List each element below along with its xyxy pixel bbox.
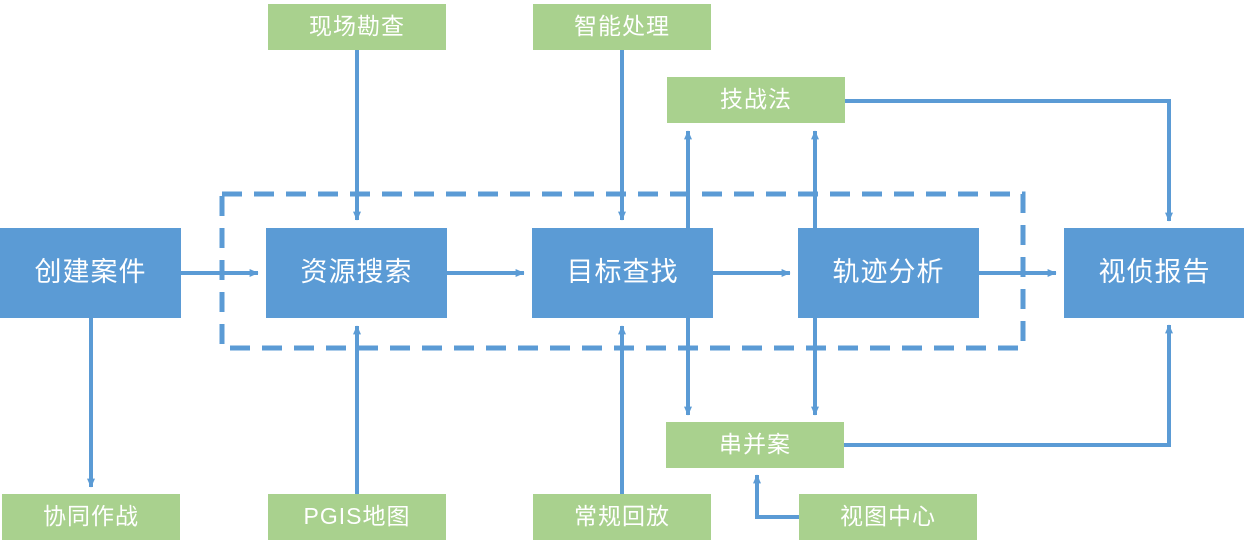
node-label: 常规回放: [574, 503, 670, 530]
node-smart-process[interactable]: 智能处理: [533, 4, 711, 50]
node-label: 目标查找: [566, 257, 679, 288]
node-resource-search[interactable]: 资源搜索: [266, 228, 447, 318]
node-label: 视图中心: [840, 503, 936, 530]
node-label: 创建案件: [34, 257, 147, 288]
edge-view-center-to-case-merge: [753, 474, 799, 519]
node-label: 智能处理: [574, 13, 670, 40]
node-case-merge[interactable]: 串并案: [666, 422, 844, 468]
node-regular-playback[interactable]: 常规回放: [533, 494, 711, 540]
node-view-center[interactable]: 视图中心: [799, 494, 977, 540]
edge-case-merge-to-video-report: [844, 324, 1173, 447]
node-label: 轨迹分析: [832, 257, 945, 288]
node-label: PGIS地图: [303, 503, 411, 530]
node-video-report[interactable]: 视侦报告: [1064, 228, 1244, 318]
node-track-analysis[interactable]: 轨迹分析: [798, 228, 979, 318]
node-label: 资源搜索: [300, 257, 413, 288]
node-label: 视侦报告: [1098, 257, 1211, 288]
node-label: 串并案: [719, 431, 791, 458]
node-target-find[interactable]: 目标查找: [532, 228, 713, 318]
node-tactics[interactable]: 技战法: [667, 77, 845, 123]
node-joint-ops[interactable]: 协同作战: [2, 494, 180, 540]
edge-tactics-to-video-report: [845, 99, 1173, 222]
node-label: 现场勘查: [309, 13, 405, 40]
node-label: 协同作战: [43, 503, 139, 530]
node-pgis-map[interactable]: PGIS地图: [268, 494, 446, 540]
node-label: 技战法: [720, 86, 792, 113]
node-create-case[interactable]: 创建案件: [0, 228, 181, 318]
node-site-survey[interactable]: 现场勘查: [268, 4, 446, 50]
